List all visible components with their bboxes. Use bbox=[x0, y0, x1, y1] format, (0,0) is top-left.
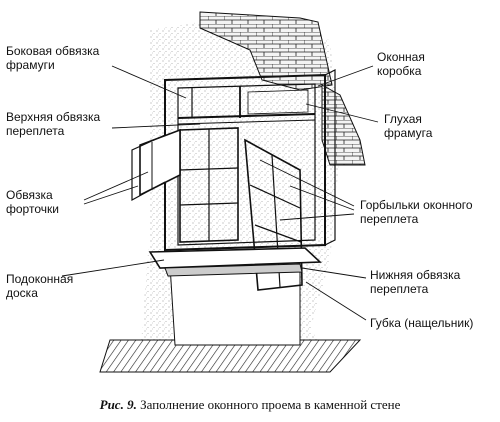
figure-number: Рис. 9. bbox=[99, 397, 137, 412]
label-fixed-transom: Глухая фрамуга bbox=[384, 112, 432, 140]
label-vent-frame: Обвязка форточки bbox=[6, 188, 59, 216]
label-window-box: Оконная коробка bbox=[377, 50, 425, 78]
label-top-sash-frame: Верхняя обвязка переплета bbox=[6, 110, 100, 138]
label-line: Оконная bbox=[377, 50, 425, 64]
label-line: переплета bbox=[6, 124, 65, 138]
label-line: переплета bbox=[360, 212, 419, 226]
figure-caption: Рис. 9. Заполнение оконного проема в кам… bbox=[0, 397, 500, 413]
fixed-transom-pane bbox=[247, 89, 309, 115]
label-line: Горбыльки оконного bbox=[360, 198, 473, 212]
figure-caption-text: Заполнение оконного проема в каменной ст… bbox=[140, 397, 401, 412]
label-line: фрамуги bbox=[6, 58, 55, 72]
left-sash bbox=[179, 127, 239, 243]
label-window-sill-board: Подоконная доска bbox=[6, 272, 73, 300]
label-line: доска bbox=[6, 286, 38, 300]
label-line: форточки bbox=[6, 202, 59, 216]
window-box bbox=[164, 69, 336, 252]
vent-frame bbox=[131, 128, 181, 202]
label-line: Глухая bbox=[384, 112, 422, 126]
label-line: коробка bbox=[377, 64, 422, 78]
label-line: Верхняя обвязка bbox=[6, 110, 101, 124]
transom bbox=[177, 86, 316, 125]
label-line: переплета bbox=[370, 282, 429, 296]
label-line: Обвязка bbox=[6, 188, 53, 202]
window-sill-board bbox=[148, 247, 322, 269]
label-line: Подоконная bbox=[6, 272, 74, 286]
sill-recess bbox=[169, 264, 301, 346]
label-line: Губка (нащельник) bbox=[370, 316, 474, 330]
drip-flashing bbox=[164, 263, 303, 277]
label-line: Боковая обвязка bbox=[6, 44, 100, 58]
label-sash-glazing-bars: Горбыльки оконного переплета bbox=[360, 198, 473, 226]
leader-lines bbox=[61, 65, 379, 321]
label-line: фрамуга bbox=[384, 126, 433, 140]
label-line: Нижняя обвязка bbox=[370, 268, 461, 282]
label-drip-flashing: Губка (нащельник) bbox=[370, 316, 473, 330]
label-side-frame-transom: Боковая обвязка фрамуги bbox=[6, 44, 99, 72]
brick-masonry-right bbox=[321, 84, 366, 166]
label-bottom-sash-frame: Нижняя обвязка переплета bbox=[370, 268, 460, 296]
